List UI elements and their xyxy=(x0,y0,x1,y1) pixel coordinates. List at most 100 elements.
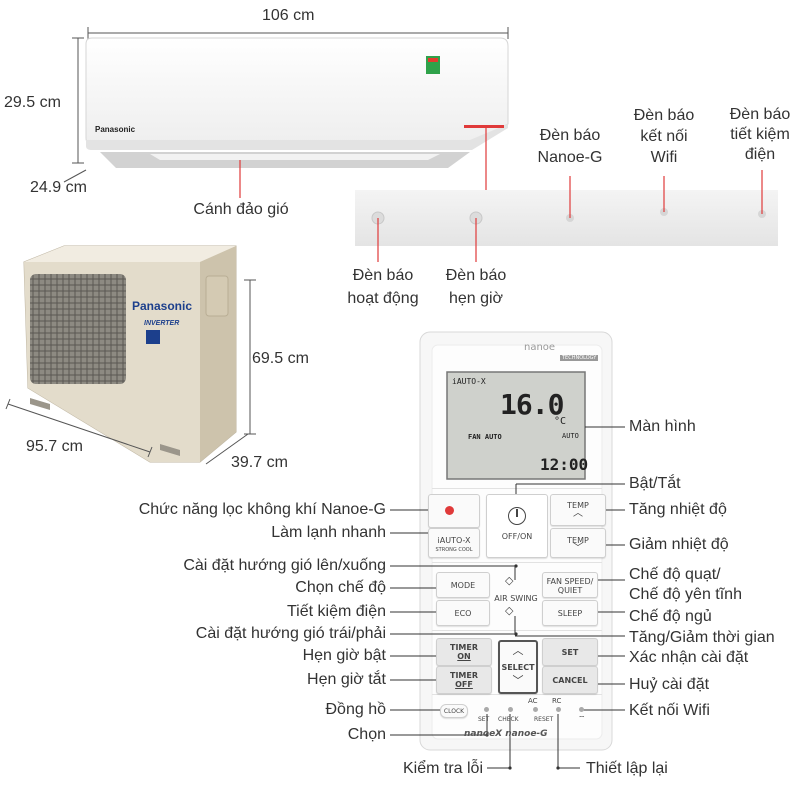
outdoor-brand-logo: Panasonic xyxy=(132,299,193,313)
off-key-label: OFF xyxy=(455,680,473,689)
confirm-callout: Xác nhận cài đặt xyxy=(629,649,749,666)
chevron-up-icon: ︿ xyxy=(573,508,583,519)
swing-vertical-callout: Cài đặt hướng gió lên/xuống xyxy=(183,557,386,574)
louver-label: Cánh đảo gió xyxy=(193,201,289,218)
mode-callout: Chọn chế độ xyxy=(295,579,386,596)
chevron-down-icon: ﹀ xyxy=(573,543,583,554)
clock-key-label: CLOCK xyxy=(443,708,465,715)
clock-button[interactable]: CLOCK xyxy=(440,704,468,718)
outdoor-width-label: 95.7 cm xyxy=(26,438,83,455)
cancel-callout: Huỷ cài đặt xyxy=(629,676,710,693)
temp-down-key-label: TEMP xyxy=(567,536,589,545)
mode-key-label: MODE xyxy=(450,581,476,590)
set-pinhole[interactable] xyxy=(484,707,489,712)
select-button[interactable]: ︿ SELECT ﹀ xyxy=(498,640,538,694)
outdoor-dimension-lines xyxy=(5,279,256,465)
remote-footer-logos: nanoeX nanoe-G xyxy=(464,729,548,739)
indoor-dimension-lines xyxy=(63,27,509,183)
indoor-unit xyxy=(85,37,509,198)
off-on-key-label: OFF/ON xyxy=(501,532,533,541)
quiet-key-label: QUIET xyxy=(557,586,583,595)
check-pinhole[interactable] xyxy=(508,707,513,712)
lcd-auto: AUTO xyxy=(562,432,579,440)
temp-up-button[interactable]: TEMP ︿ xyxy=(550,494,606,526)
lcd-unit: °C xyxy=(554,416,567,427)
reset-label: RESET xyxy=(534,716,554,723)
select-key-label: SELECT xyxy=(501,663,535,672)
sleep-mode-callout: Chế độ ngủ xyxy=(629,608,712,625)
check-label: CHECK xyxy=(498,716,519,723)
off-on-button[interactable]: OFF/ON xyxy=(486,494,548,558)
select-down-icon: ﹀ xyxy=(512,674,524,687)
rc-reset-pinhole[interactable] xyxy=(556,707,561,712)
outdoor-unit xyxy=(23,245,237,463)
choose-callout: Chọn xyxy=(347,726,386,743)
error-check-callout: Kiểm tra lỗi xyxy=(402,760,483,777)
temp-down-button[interactable]: TEMP ﹀ xyxy=(550,528,606,558)
fan-speed-button[interactable]: FAN SPEED/ QUIET xyxy=(542,572,598,598)
fast-cool-callout: Làm lạnh nhanh xyxy=(271,524,386,541)
indoor-depth-label: 24.9 cm xyxy=(30,179,87,196)
clock-callout: Đồng hồ xyxy=(325,701,387,718)
iauto-x-button[interactable]: iAUTO-X STRONG COOL xyxy=(428,528,480,558)
lcd-clock: 12:00 xyxy=(540,455,589,474)
swing-side-icon: ◇ xyxy=(505,604,514,617)
outdoor-height-label: 69.5 cm xyxy=(252,350,309,367)
iauto-x-key-label: iAUTO-X xyxy=(437,536,471,545)
nanoe-g-callout: Chức năng lọc không khí Nanoe-G xyxy=(138,501,386,518)
outdoor-depth-label: 39.7 cm xyxy=(231,454,288,471)
ac-reset-pinhole[interactable] xyxy=(533,707,538,712)
indicator-panel xyxy=(355,170,778,262)
eco-key-label: ECO xyxy=(454,609,472,618)
nanoe-dot-icon xyxy=(445,506,454,515)
timer-on-key-label: TIMER xyxy=(449,643,479,652)
timer-on-button[interactable]: TIMER ON xyxy=(436,638,492,666)
temp-up-key-label: TEMP xyxy=(567,501,589,510)
temp-down-callout: Giảm nhiệt độ xyxy=(629,536,729,553)
wifi-icon: ⌔ xyxy=(578,714,586,723)
indoor-width-label: 106 cm xyxy=(262,7,315,24)
wifi-light-label: Đèn báo kết nối Wifi xyxy=(633,107,695,166)
cancel-key-label: CANCEL xyxy=(552,676,588,685)
nanoe-light-label: Đèn báo Nanoe-G xyxy=(537,127,603,166)
mode-button[interactable]: MODE xyxy=(436,572,490,598)
indoor-height-label: 29.5 cm xyxy=(4,94,61,111)
ac-label: AC xyxy=(528,697,538,705)
time-adjust-callout: Tăng/Giảm thời gian xyxy=(629,629,775,646)
cancel-button[interactable]: CANCEL xyxy=(542,666,598,694)
inverter-badge: INVERTER xyxy=(144,320,180,327)
set-small-label: SET xyxy=(478,716,490,723)
leader-dots xyxy=(485,564,560,770)
power-light-label: Đèn báo hoạt động xyxy=(347,267,419,307)
air-swing-key-label: AIR SWING xyxy=(494,594,538,603)
sleep-key-label: SLEEP xyxy=(557,609,583,618)
eco-callout: Tiết kiệm điện xyxy=(287,603,386,620)
fan-mode-callout: Chế độ quạt/ xyxy=(629,566,721,583)
wifi-pinhole[interactable] xyxy=(579,707,584,712)
temp-up-callout: Tăng nhiệt độ xyxy=(629,501,727,518)
wifi-callout: Kết nối Wifi xyxy=(629,702,710,719)
timer-off-button[interactable]: TIMER OFF xyxy=(436,666,492,694)
timer-light-label: Đèn báo hẹn giờ xyxy=(445,267,507,307)
nanoe-header: nanoe xyxy=(524,342,556,353)
lcd-temperature: 16.0 xyxy=(500,388,564,421)
lcd-fan: FAN AUTO xyxy=(468,433,502,441)
fan-speed-key-label: FAN SPEED/ xyxy=(546,577,594,586)
nanoe-header-sub: TECHNOLOGY xyxy=(560,355,599,361)
lcd-mode: iAUTO-X xyxy=(452,377,486,386)
on-off-callout: Bật/Tắt xyxy=(629,475,681,492)
strong-cool-key-label: STRONG COOL xyxy=(435,547,473,553)
quiet-mode-callout: Chế độ yên tĩnh xyxy=(629,586,742,603)
set-key-label: SET xyxy=(561,648,579,657)
screen-callout: Màn hình xyxy=(629,418,696,435)
set-button[interactable]: SET xyxy=(542,638,598,666)
swing-up-icon: ◇ xyxy=(505,574,514,587)
nanoe-g-button[interactable] xyxy=(428,494,480,528)
power-icon xyxy=(508,507,526,525)
eco-button[interactable]: ECO xyxy=(436,600,490,626)
sleep-button[interactable]: SLEEP xyxy=(542,600,598,626)
select-up-icon: ︿ xyxy=(512,644,524,657)
timer-off-callout: Hẹn giờ tắt xyxy=(307,671,386,688)
reset-callout: Thiết lập lại xyxy=(586,760,668,777)
rc-label: RC xyxy=(552,697,562,705)
